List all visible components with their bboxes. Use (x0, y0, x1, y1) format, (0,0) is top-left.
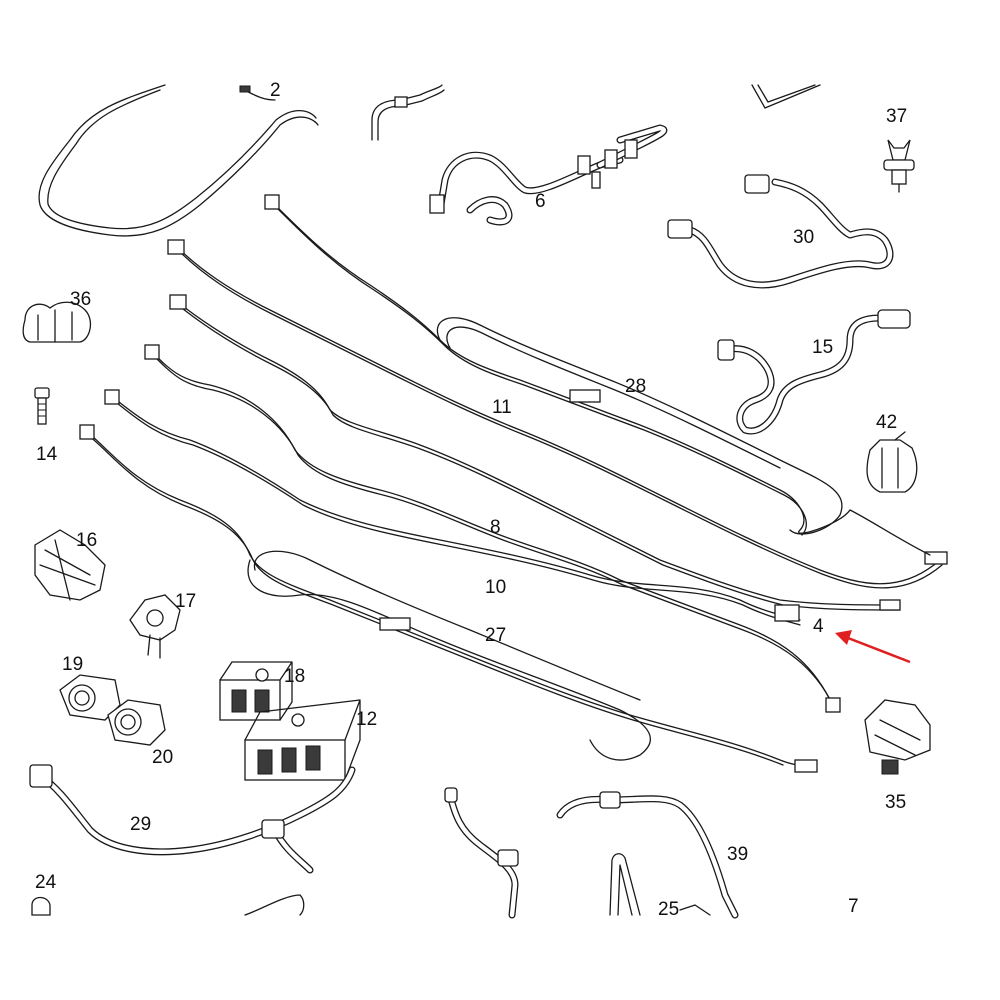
part-6-hose[interactable] (429, 124, 668, 226)
part-10-brake-line[interactable] (144, 344, 841, 713)
part-11-brake-line[interactable] (167, 239, 948, 589)
callout-17: 17 (175, 591, 196, 612)
callout-28: 28 (625, 376, 646, 397)
small-line-top-right[interactable] (751, 84, 821, 109)
callout-27: 27 (485, 625, 506, 646)
part-24-clip[interactable] (31, 896, 51, 916)
part-36-clip[interactable] (22, 301, 92, 343)
part-12-clip-block[interactable] (244, 699, 361, 781)
highlight-arrow (835, 630, 911, 664)
part-28-brake-line[interactable] (264, 194, 931, 556)
part-18-clip-block[interactable] (219, 661, 293, 721)
callout-12: 12 (356, 709, 377, 730)
callout-7: 7 (848, 896, 859, 917)
part-8-brake-line[interactable] (169, 294, 901, 611)
part-29-hose[interactable] (29, 764, 356, 874)
part-2-brake-line[interactable] (38, 84, 319, 237)
part-27-brake-line[interactable] (79, 424, 818, 773)
part-37-clip[interactable] (883, 139, 915, 193)
part-14-bolt[interactable] (34, 387, 50, 425)
part-39-hose[interactable] (556, 791, 739, 919)
callout-8: 8 (490, 517, 501, 538)
part-19-grommet[interactable] (59, 674, 121, 721)
callout-36: 36 (70, 289, 91, 310)
callout-39: 39 (727, 844, 748, 865)
callout-15: 15 (812, 337, 833, 358)
part-30-hose[interactable] (667, 174, 894, 289)
callout-11: 11 (492, 397, 512, 418)
part-16-clip[interactable] (34, 529, 106, 601)
bottom-small-lines[interactable] (244, 853, 711, 916)
callout-4: 4 (813, 616, 824, 637)
part-42-clip[interactable] (866, 431, 918, 493)
callout-30: 30 (793, 227, 814, 248)
part-20-grommet[interactable] (107, 699, 166, 746)
callout-25: 25 (658, 899, 679, 920)
callout-37: 37 (886, 106, 907, 127)
bottom-center-hose[interactable] (444, 787, 519, 919)
callout-10: 10 (485, 577, 506, 598)
callout-29: 29 (130, 814, 151, 835)
callout-14: 14 (36, 444, 58, 465)
callout-24: 24 (35, 872, 57, 893)
callout-20: 20 (152, 747, 173, 768)
callout-6: 6 (535, 191, 546, 212)
part-35-clip[interactable] (864, 699, 931, 775)
callout-19: 19 (62, 654, 83, 675)
callout-18: 18 (284, 666, 305, 687)
part-4-brake-line[interactable] (104, 389, 801, 626)
small-line-top[interactable] (371, 84, 445, 141)
callout-35: 35 (885, 792, 906, 813)
part-15-hose[interactable] (717, 309, 911, 435)
part-17-clip[interactable] (129, 594, 181, 659)
callout-2: 2 (270, 80, 281, 101)
callout-42: 42 (876, 412, 897, 433)
callout-16: 16 (76, 530, 97, 551)
